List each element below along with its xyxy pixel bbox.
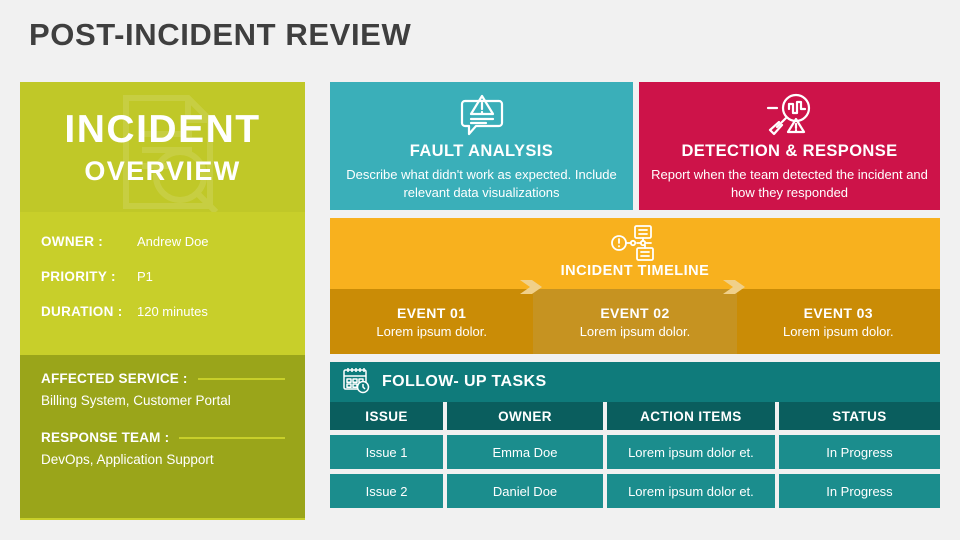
tasks-header: FOLLOW- UP TASKS [330,362,940,402]
column-header-action-items: ACTION ITEMS [607,402,779,430]
incident-timeline-section: INCIDENT TIMELINE EVENT 01 Lorem ipsum d… [330,218,940,354]
meta-value-priority: P1 [137,269,153,284]
cell-issue: Issue 1 [330,435,448,469]
overview-meta-list: OWNER : Andrew Doe PRIORITY : P1 DURATIO… [20,212,305,355]
fault-analysis-title: FAULT ANALYSIS [409,142,554,160]
response-team-label: RESPONSE TEAM : [41,430,170,445]
cell-owner: Emma Doe [447,435,607,469]
table-row: Issue 1 Emma Doe Lorem ipsum dolor et. I… [330,435,940,469]
overview-title-line1: INCIDENT [64,107,261,151]
response-team-rule [179,436,285,439]
timeline-arrow-2-icon [723,280,745,294]
meta-label-priority: PRIORITY : [41,269,116,284]
affected-service-block: AFFECTED SERVICE : Billing System, Custo… [41,371,285,408]
response-team-value: DevOps, Application Support [41,452,214,467]
meta-value-owner: Andrew Doe [137,234,209,249]
cell-status: In Progress [826,444,893,460]
timeline-arrow-1-icon [520,280,542,294]
affected-service-value: Billing System, Customer Portal [41,393,231,408]
timeline-event-3-desc: Lorem ipsum dolor. [783,323,894,339]
meta-row-duration: DURATION : 120 minutes [41,304,305,319]
timeline-events: EVENT 01 Lorem ipsum dolor. EVENT 02 Lor… [330,280,940,354]
warning-speech-bubble-icon [456,93,508,137]
overview-header: INCIDENT OVERVIEW [20,82,305,212]
cell-action-items: Lorem ipsum dolor et. [607,435,779,469]
column-header-status: STATUS [832,408,887,424]
timeline-event-3: EVENT 03 Lorem ipsum dolor. [736,289,940,354]
timeline-title: INCIDENT TIMELINE [560,263,710,279]
detection-response-title: DETECTION & RESPONSE [681,142,898,160]
detection-response-desc: Report when the team detected the incide… [651,167,928,200]
cell-status: In Progress [826,483,893,499]
tasks-title: FOLLOW- UP TASKS [382,373,547,390]
meta-value-duration: 120 minutes [137,304,208,319]
timeline-event-2: EVENT 02 Lorem ipsum dolor. [533,289,737,354]
affected-service-rule [197,377,285,380]
overview-detail-blocks: AFFECTED SERVICE : Billing System, Custo… [20,355,305,518]
fault-analysis-card: FAULT ANALYSIS Describe what didn't work… [330,82,633,210]
fault-analysis-desc: Describe what didn't work as expected. I… [346,167,617,200]
timeline-event-2-name: EVENT 02 [600,304,670,321]
meta-label-owner: OWNER : [41,234,104,249]
cell-action-items: Lorem ipsum dolor et. [607,474,779,508]
cell-owner: Daniel Doe [447,474,607,508]
meta-label-duration: DURATION : [41,304,123,319]
timeline-header: INCIDENT TIMELINE [330,218,940,289]
table-row: Issue 2 Daniel Doe Lorem ipsum dolor et.… [330,474,940,508]
incident-overview-panel: INCIDENT OVERVIEW OWNER : Andrew Doe PRI… [20,82,305,520]
timeline-event-1: EVENT 01 Lorem ipsum dolor. [330,289,534,354]
affected-service-label: AFFECTED SERVICE : [41,371,188,386]
response-team-block: RESPONSE TEAM : DevOps, Application Supp… [41,430,285,467]
meta-row-owner: OWNER : Andrew Doe [41,234,305,249]
timeline-event-3-name: EVENT 03 [803,304,873,321]
calendar-clock-icon [342,366,370,399]
cell-issue: Issue 2 [330,474,448,508]
timeline-event-1-name: EVENT 01 [396,304,467,321]
page-title: POST-INCIDENT REVIEW [29,17,412,52]
magnifier-signal-warning-icon [763,93,817,137]
timeline-event-2-desc: Lorem ipsum dolor. [579,323,691,339]
overview-title-line2: OVERVIEW [84,155,241,186]
flowchart-alert-icon [611,224,659,262]
timeline-event-1-desc: Lorem ipsum dolor. [376,323,487,339]
follow-up-tasks-section: FOLLOW- UP TASKS ISSUE OWNER ACTION ITEM… [330,362,940,520]
tasks-table-header-row: ISSUE OWNER ACTION ITEMS STATUS [330,402,940,430]
meta-row-priority: PRIORITY : P1 [41,269,305,284]
column-header-owner: OWNER [447,402,607,430]
detection-response-card: DETECTION & RESPONSE Report when the tea… [639,82,940,210]
column-header-issue: ISSUE [330,402,448,430]
